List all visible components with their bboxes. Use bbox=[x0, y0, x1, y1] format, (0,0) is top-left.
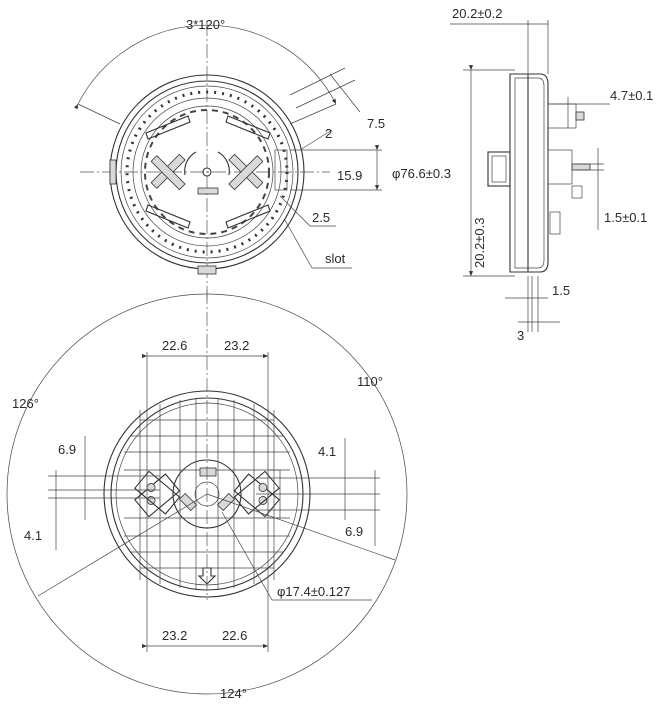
side-connector bbox=[487, 151, 511, 187]
dim-23-2-bottom-label: 23.2 bbox=[162, 628, 187, 643]
dim-7-5-label: 7.5 bbox=[367, 116, 385, 131]
dim-2-5-leader bbox=[279, 195, 311, 227]
top-bar-sw bbox=[145, 204, 191, 229]
bottom-center-contact-top bbox=[199, 467, 217, 477]
side-pin-block-mid bbox=[547, 149, 573, 185]
top-left-tab bbox=[109, 159, 117, 185]
dim-center-diameter-leader bbox=[221, 511, 273, 601]
side-connector-inner bbox=[491, 155, 507, 183]
dim-23-2-top-label: 23.2 bbox=[224, 338, 249, 353]
bottom-view: 22.6 23.2 23.2 22.6 6.9 4.1 4.1 6.9 110°… bbox=[6, 290, 408, 701]
dim-7-5-ext1 bbox=[289, 67, 346, 96]
angle-126-label: 126° bbox=[12, 396, 39, 411]
top-center-arc-right bbox=[217, 151, 230, 176]
slot-leader bbox=[284, 219, 313, 269]
angle-124-label: 124° bbox=[220, 686, 247, 701]
dim-15-9-label: 15.9 bbox=[337, 168, 362, 183]
arrow-down-icon bbox=[197, 567, 217, 585]
dim-2-label: 2 bbox=[325, 126, 332, 141]
dim-3-label: 3 bbox=[517, 328, 524, 343]
dim-2-leader bbox=[299, 129, 333, 151]
side-body-inner bbox=[514, 77, 545, 269]
top-angle-arc bbox=[73, 24, 337, 110]
bottom-clip-sw bbox=[134, 470, 181, 515]
top-right-slot bbox=[274, 149, 288, 191]
side-view: 20.2±0.2 4.7±0.1 1.5±0.1 20.2±0.3 1.5 3 bbox=[450, 6, 653, 343]
dim-22-6-top-label: 22.6 bbox=[162, 338, 187, 353]
top-angle-leader-right bbox=[289, 103, 337, 125]
dim-diameter-label: φ76.6±0.3 bbox=[392, 166, 451, 181]
top-slot-tab bbox=[197, 265, 217, 275]
side-pin-lower bbox=[571, 185, 583, 199]
top-angle-leader-left bbox=[77, 103, 121, 125]
dim-6-9-left-label: 6.9 bbox=[58, 442, 76, 457]
dim-4-1-left-label: 4.1 bbox=[24, 528, 42, 543]
dim-1-5pm-label: 1.5±0.1 bbox=[604, 210, 647, 225]
top-ring-4 bbox=[132, 97, 282, 247]
dim-width-label: 20.2±0.2 bbox=[452, 6, 503, 21]
bottom-center-contact-right bbox=[216, 492, 236, 512]
top-ring-3 bbox=[120, 85, 294, 259]
angle-110-label: 110° bbox=[357, 374, 383, 389]
side-body bbox=[509, 73, 549, 273]
bottom-center-contact-left bbox=[178, 492, 198, 512]
top-bar-se bbox=[225, 204, 271, 229]
bottom-clip-se bbox=[233, 470, 280, 515]
top-view: 3*120° 7.5 2 15.9 φ76.6±0.3 2.5 slot bbox=[73, 17, 451, 300]
angle-leader-right bbox=[206, 493, 396, 561]
slot-label: slot bbox=[325, 251, 346, 266]
dim-22-6-bottom-label: 22.6 bbox=[222, 628, 247, 643]
dim-7-5-ext2 bbox=[295, 79, 356, 109]
top-center-bar bbox=[197, 187, 219, 195]
top-contact-sw bbox=[150, 155, 186, 191]
dim-center-diameter-label: φ17.4±0.127 bbox=[277, 584, 350, 599]
dim-6-9-right-label: 6.9 bbox=[345, 524, 363, 539]
side-pin-bottom bbox=[549, 211, 561, 235]
dim-4-7-label: 4.7±0.1 bbox=[610, 88, 653, 103]
side-pin-mid bbox=[571, 163, 591, 171]
dim-7-5-line bbox=[329, 73, 361, 113]
top-bar-ne bbox=[225, 115, 271, 140]
side-pin-block-top bbox=[547, 103, 577, 129]
dim-1-5-label: 1.5 bbox=[552, 283, 570, 298]
top-bar-nw bbox=[145, 115, 191, 140]
side-pin-top bbox=[575, 111, 585, 121]
top-hole-ring-inner bbox=[144, 109, 270, 235]
angle-leader-left bbox=[37, 493, 208, 597]
top-contact-se bbox=[228, 155, 264, 191]
top-angle-label: 3*120° bbox=[186, 17, 225, 32]
dim-height-label: 20.2±0.3 bbox=[472, 217, 487, 268]
top-center-arc-left bbox=[184, 151, 197, 176]
dim-2-5-label: 2.5 bbox=[312, 210, 330, 225]
top-center-hole bbox=[202, 167, 212, 177]
dim-4-1-right-label: 4.1 bbox=[318, 444, 336, 459]
